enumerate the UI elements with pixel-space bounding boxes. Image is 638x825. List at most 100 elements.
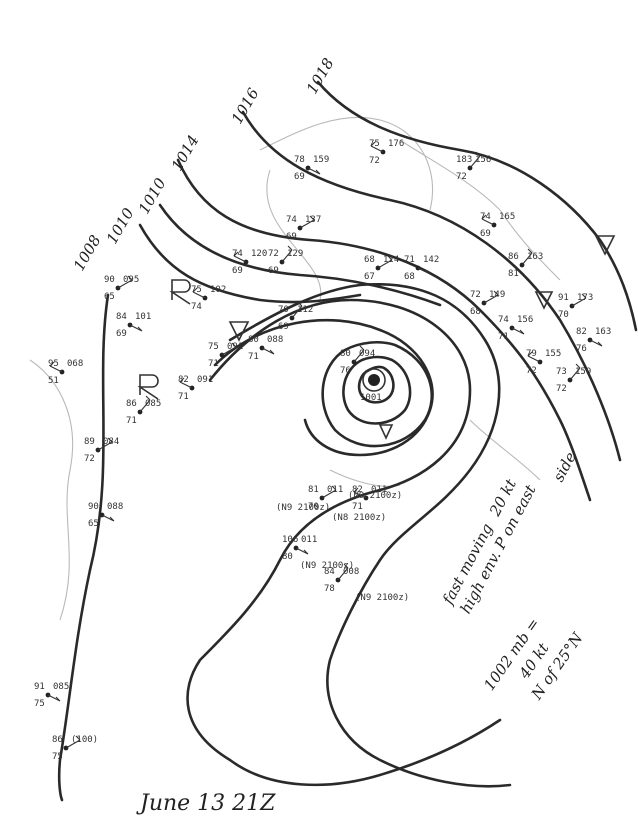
station-temp: 74: [286, 215, 297, 225]
station-dewpoint: 69: [278, 322, 289, 332]
wind-barb: [139, 395, 151, 413]
station-temp: 84: [324, 567, 335, 577]
station-temp: 70: [278, 305, 289, 315]
station-temp: 75: [369, 139, 380, 149]
station-temp: 79: [526, 349, 537, 359]
station-dewpoint: 76: [340, 366, 351, 376]
station-dewpoint: 80: [282, 552, 293, 562]
station-dewpoint: 65: [88, 519, 99, 529]
station-pressure: 163: [595, 327, 611, 337]
wind-barb: [377, 255, 393, 269]
station-temp: 183: [456, 155, 472, 165]
isobar-1018: [316, 80, 638, 332]
station-dewpoint: 69: [480, 229, 491, 239]
station-temp: 78: [294, 155, 305, 165]
storm-center-label: 1001: [360, 393, 382, 403]
station-temp: 73: [556, 367, 567, 377]
isobar-label-1010: 1010: [103, 205, 138, 247]
ship-report: (N9 2100z): [276, 503, 330, 513]
wind-barb: [117, 275, 133, 289]
wind-barb: [481, 214, 495, 226]
station-temp: 82: [352, 485, 363, 495]
station-pressure: 165: [499, 212, 515, 222]
ship-report: (N9 2100z): [300, 561, 354, 571]
storm-spiral-outer: [186, 298, 502, 787]
isobar-label-1008: 1008: [70, 232, 105, 274]
station-dewpoint: 76: [576, 344, 587, 354]
station-dewpoint: 70: [558, 310, 569, 320]
station-pressure: 068: [67, 359, 83, 369]
wind-barb: [97, 437, 113, 451]
station-pressure: 101: [135, 312, 151, 322]
station-temp: 84: [116, 312, 127, 322]
wind-barb: [65, 735, 81, 749]
station-dewpoint: 74: [191, 302, 202, 312]
faint-coastline: [29, 116, 561, 621]
station-pressure: 163: [527, 252, 543, 262]
isobar-1010b: [158, 203, 442, 307]
station-dewpoint: 70: [308, 502, 319, 512]
ship-report: (N8 2100z): [332, 513, 386, 523]
station-pressure: 088: [107, 502, 123, 512]
station-pressure: 156: [517, 315, 533, 325]
station-dewpoint: 65: [104, 292, 115, 302]
wind-barb: [192, 287, 206, 299]
wind-barb: [281, 245, 293, 263]
storm-notes: fast moving 20 kt high env. P on east si…: [438, 449, 579, 617]
station-dewpoint: 71: [208, 359, 219, 369]
station-dewpoint: 68: [470, 307, 481, 317]
area-markers: [137, 235, 616, 440]
wind-barb: [571, 293, 587, 307]
wind-barb: [337, 563, 349, 581]
station-pressure: 084: [103, 437, 119, 447]
station-pressure: 008: [343, 567, 359, 577]
station-dewpoint: 72: [84, 454, 95, 464]
wind-barb: [299, 215, 315, 229]
wind-barb: [521, 248, 533, 266]
wind-barb: [527, 351, 541, 363]
station-dewpoint: 68: [404, 272, 415, 282]
triangle-marker: [534, 291, 554, 310]
station-temp: 90: [104, 275, 115, 285]
triangle-marker: [378, 424, 394, 440]
station-dewpoint: 71: [126, 416, 137, 426]
station-temp: 68: [364, 255, 375, 265]
station-pressure: 120: [251, 249, 267, 259]
station-dewpoint: 71: [178, 392, 189, 402]
triangle-marker: [594, 235, 616, 256]
storm-ring-1: [321, 340, 433, 448]
wind-barb: [417, 267, 431, 275]
station-pressure: 011: [301, 535, 317, 545]
isobar-1014: [176, 158, 592, 502]
wind-barb: [307, 167, 321, 175]
triangle-marker: [228, 321, 250, 342]
station-temp: 89: [84, 437, 95, 447]
station-pressure: 137: [305, 215, 321, 225]
station-temp: 86: [52, 735, 63, 745]
station-pressure: 085: [53, 682, 69, 692]
wind-barb: [483, 290, 499, 304]
wind-barb: [101, 514, 115, 522]
wind-barb: [179, 377, 193, 389]
station-plot: 89 084 72: [84, 437, 119, 464]
station-temp: 90: [88, 502, 99, 512]
station-temp: 72: [470, 290, 481, 300]
station-pressure: 091: [197, 375, 213, 385]
